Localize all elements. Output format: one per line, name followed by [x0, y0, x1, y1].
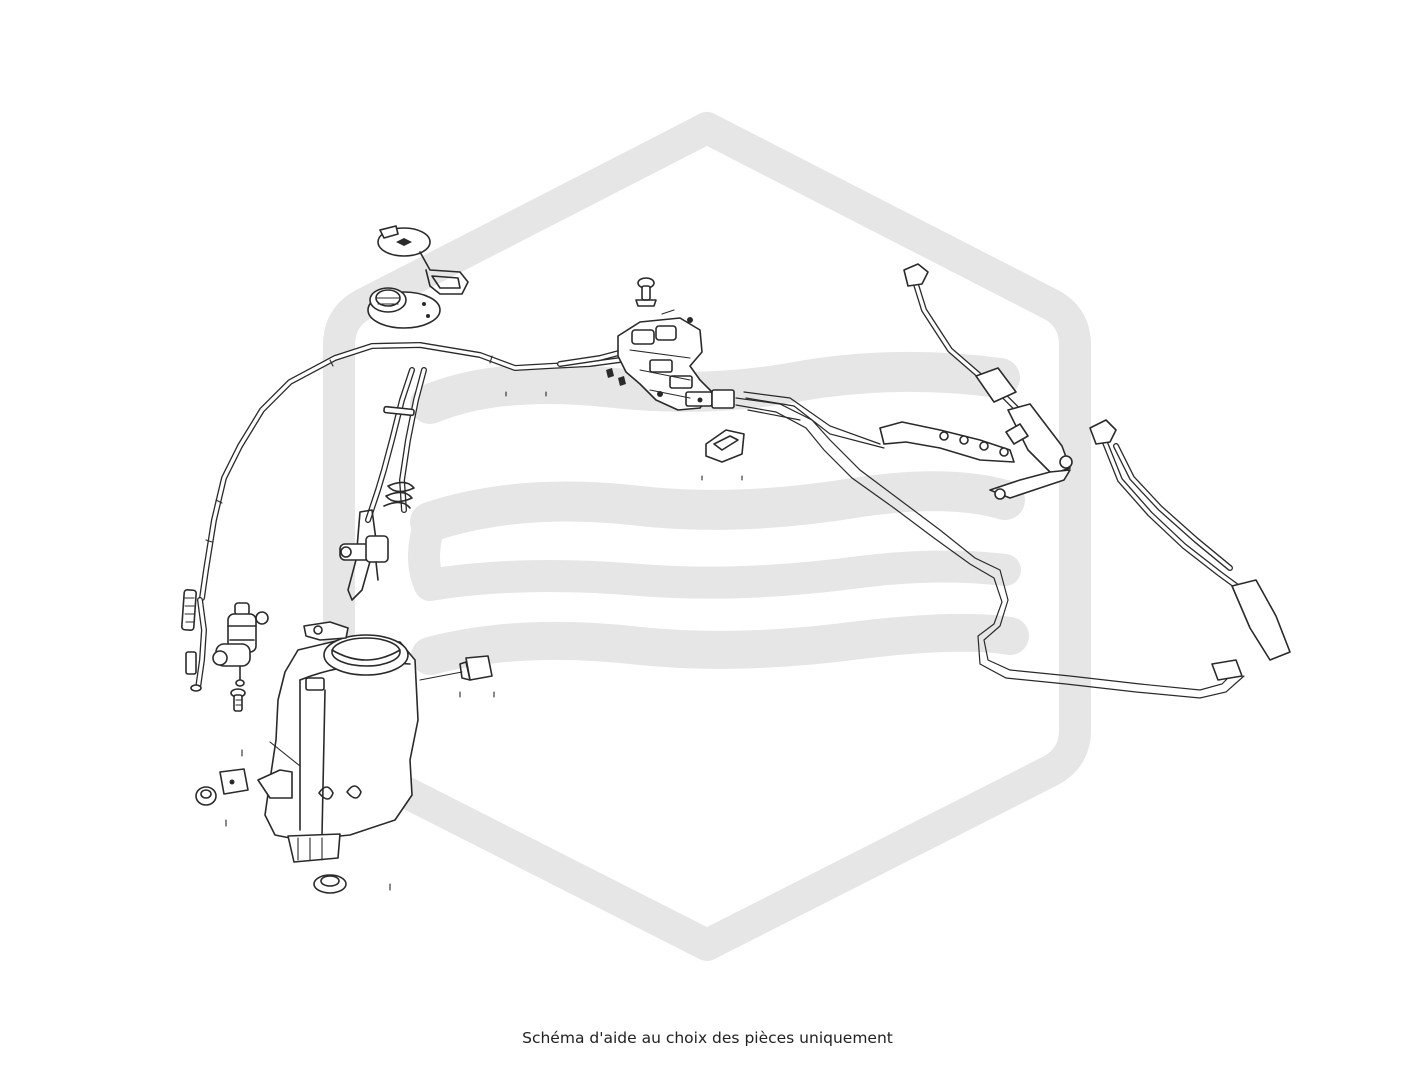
wiring-harness-center	[557, 309, 735, 411]
washer-reservoir	[257, 634, 419, 863]
diagram-caption: Schéma d'aide au choix des pièces unique…	[522, 1029, 893, 1047]
filler-neck-seal	[367, 287, 441, 329]
grommet-bolt	[230, 688, 246, 712]
wiper-linkage-chain	[879, 421, 1029, 463]
level-sensor	[419, 655, 493, 681]
wiring-harness-rear	[735, 391, 1245, 699]
wiper-arm-right	[1089, 419, 1291, 681]
filler-tube	[339, 367, 427, 601]
hose-connector-left	[181, 589, 207, 692]
leader-ticks	[225, 391, 743, 891]
watermark-logo-icon	[323, 112, 1091, 961]
flange-nut	[195, 786, 217, 806]
push-pin-clip	[635, 277, 657, 307]
washer-hose-main	[199, 342, 623, 601]
filler-cap-gasket	[377, 225, 469, 295]
speed-nut-clip	[219, 768, 249, 795]
filler-bracket	[303, 621, 349, 641]
drain-grommet	[313, 874, 347, 894]
relay-switch	[705, 429, 745, 463]
washer-pump	[212, 602, 269, 687]
wiper-arm-upper	[903, 263, 1073, 500]
